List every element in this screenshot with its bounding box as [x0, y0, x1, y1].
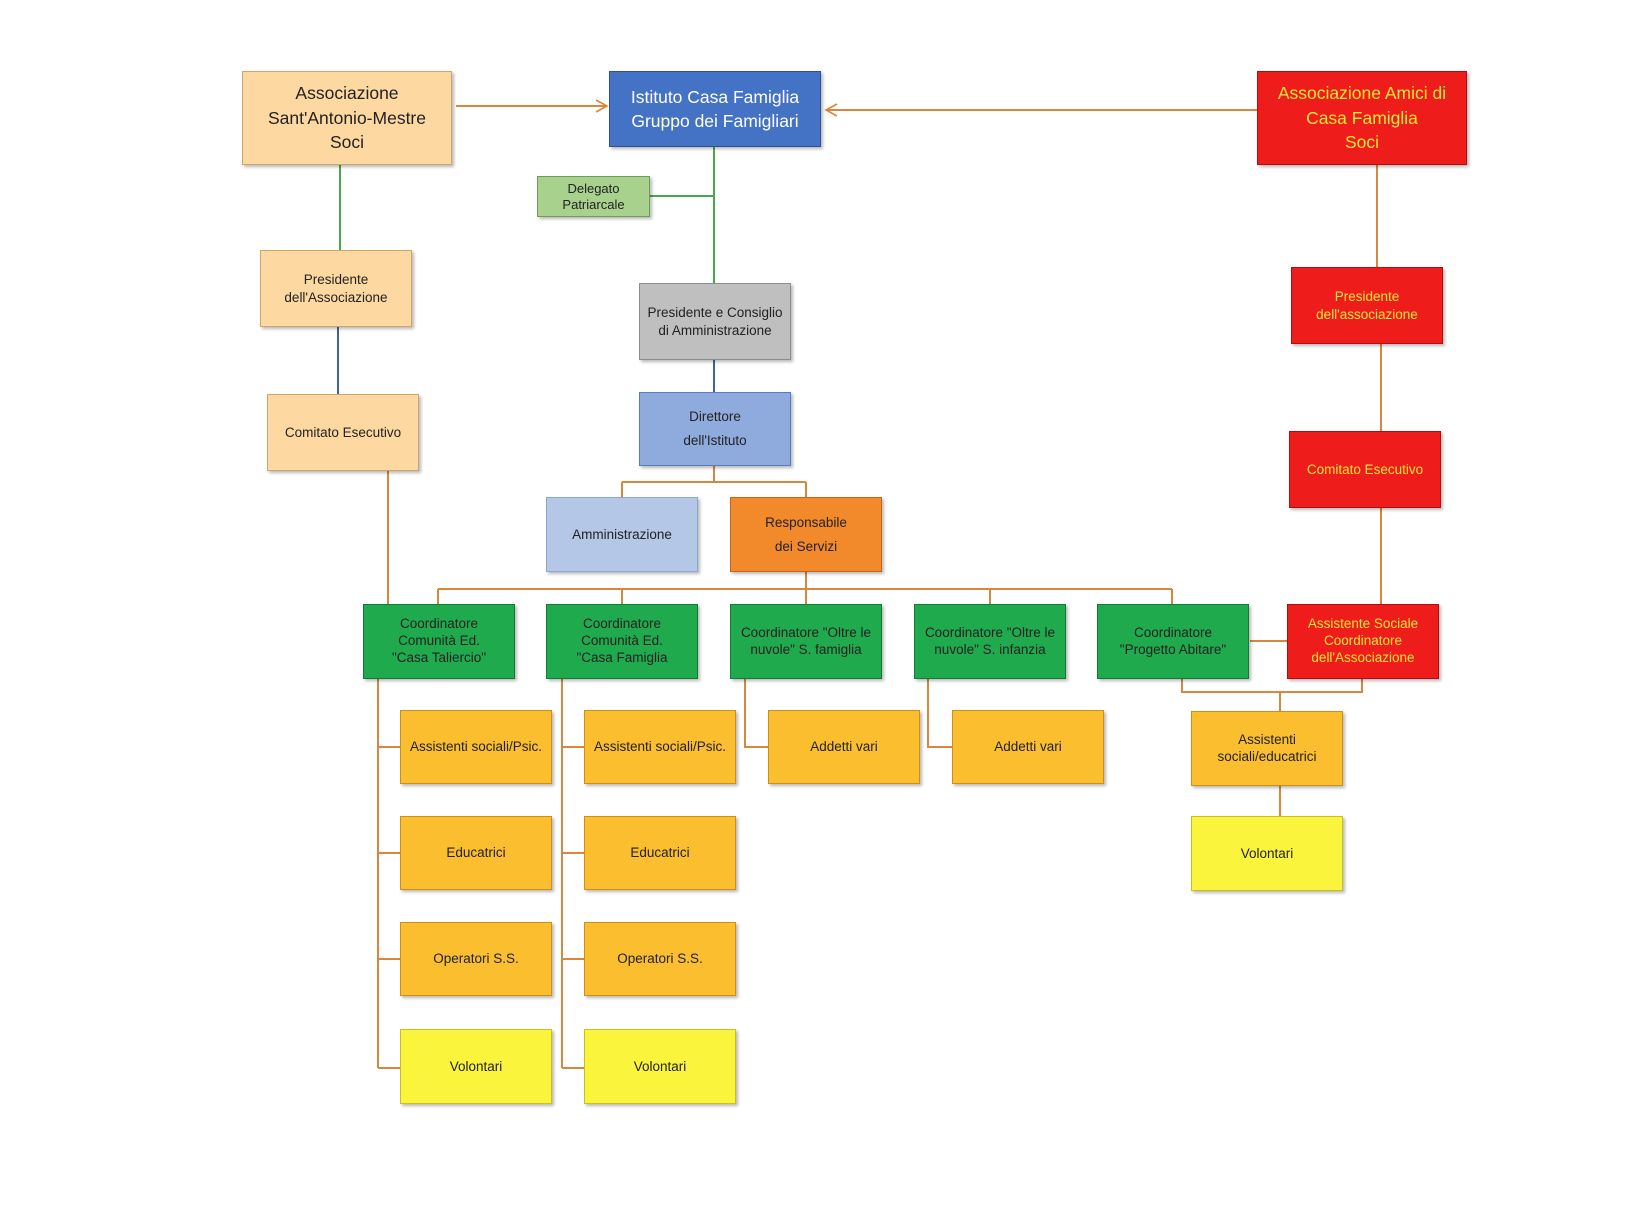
- c1-volontari-box: Volontari: [400, 1029, 552, 1104]
- c5-volontari-box: Volontari: [1191, 816, 1343, 891]
- c1-assistenti-sociali-box: Assistenti sociali/Psic.: [400, 710, 552, 784]
- c5-assistenti-educatrici-box: Assistenti sociali/educatrici: [1191, 711, 1343, 786]
- comitato-esecutivo-right-box: Comitato Esecutivo: [1289, 431, 1441, 508]
- associazione-amici-box: Associazione Amici di Casa Famiglia Soci: [1257, 71, 1467, 165]
- coordinatore-oltre-nuvole-infanzia-box: Coordinatore "Oltre le nuvole" S. infanz…: [914, 604, 1066, 679]
- responsabile-servizi-box: Responsabile dei Servizi: [730, 497, 882, 572]
- istituto-casa-famiglia-box: Istituto Casa Famiglia Gruppo dei Famigl…: [609, 71, 821, 147]
- presidente-consiglio-box: Presidente e Consiglio di Amministrazion…: [639, 283, 791, 360]
- delegato-patriarcale-box: Delegato Patriarcale: [537, 176, 650, 217]
- coordinatore-casa-famiglia-box: Coordinatore Comunità Ed. "Casa Famiglia: [546, 604, 698, 679]
- assistente-sociale-coordinatore-box: Assistente Sociale Coordinatore dell'Ass…: [1287, 604, 1439, 679]
- c2-operatori-ss-box: Operatori S.S.: [584, 922, 736, 996]
- c2-volontari-box: Volontari: [584, 1029, 736, 1104]
- c1-operatori-ss-box: Operatori S.S.: [400, 922, 552, 996]
- coordinatore-casa-taliercio-box: Coordinatore Comunità Ed. "Casa Talierci…: [363, 604, 515, 679]
- comitato-esecutivo-left-box: Comitato Esecutivo: [267, 394, 419, 471]
- c1-educatrici-box: Educatrici: [400, 816, 552, 890]
- c4-addetti-vari-box: Addetti vari: [952, 710, 1104, 784]
- c3-addetti-vari-box: Addetti vari: [768, 710, 920, 784]
- amministrazione-box: Amministrazione: [546, 497, 698, 572]
- presidente-associazione-left-box: Presidente dell'Associazione: [260, 250, 412, 327]
- c2-assistenti-sociali-box: Assistenti sociali/Psic.: [584, 710, 736, 784]
- coordinatore-oltre-nuvole-famiglia-box: Coordinatore "Oltre le nuvole" S. famigl…: [730, 604, 882, 679]
- c2-educatrici-box: Educatrici: [584, 816, 736, 890]
- coordinatore-progetto-abitare-box: Coordinatore "Progetto Abitare": [1097, 604, 1249, 679]
- direttore-istituto-box: Direttore dell'Istituto: [639, 392, 791, 466]
- presidente-associazione-right-box: Presidente dell'associazione: [1291, 267, 1443, 344]
- associazione-sant-antonio-box: Associazione Sant'Antonio-Mestre Soci: [242, 71, 452, 165]
